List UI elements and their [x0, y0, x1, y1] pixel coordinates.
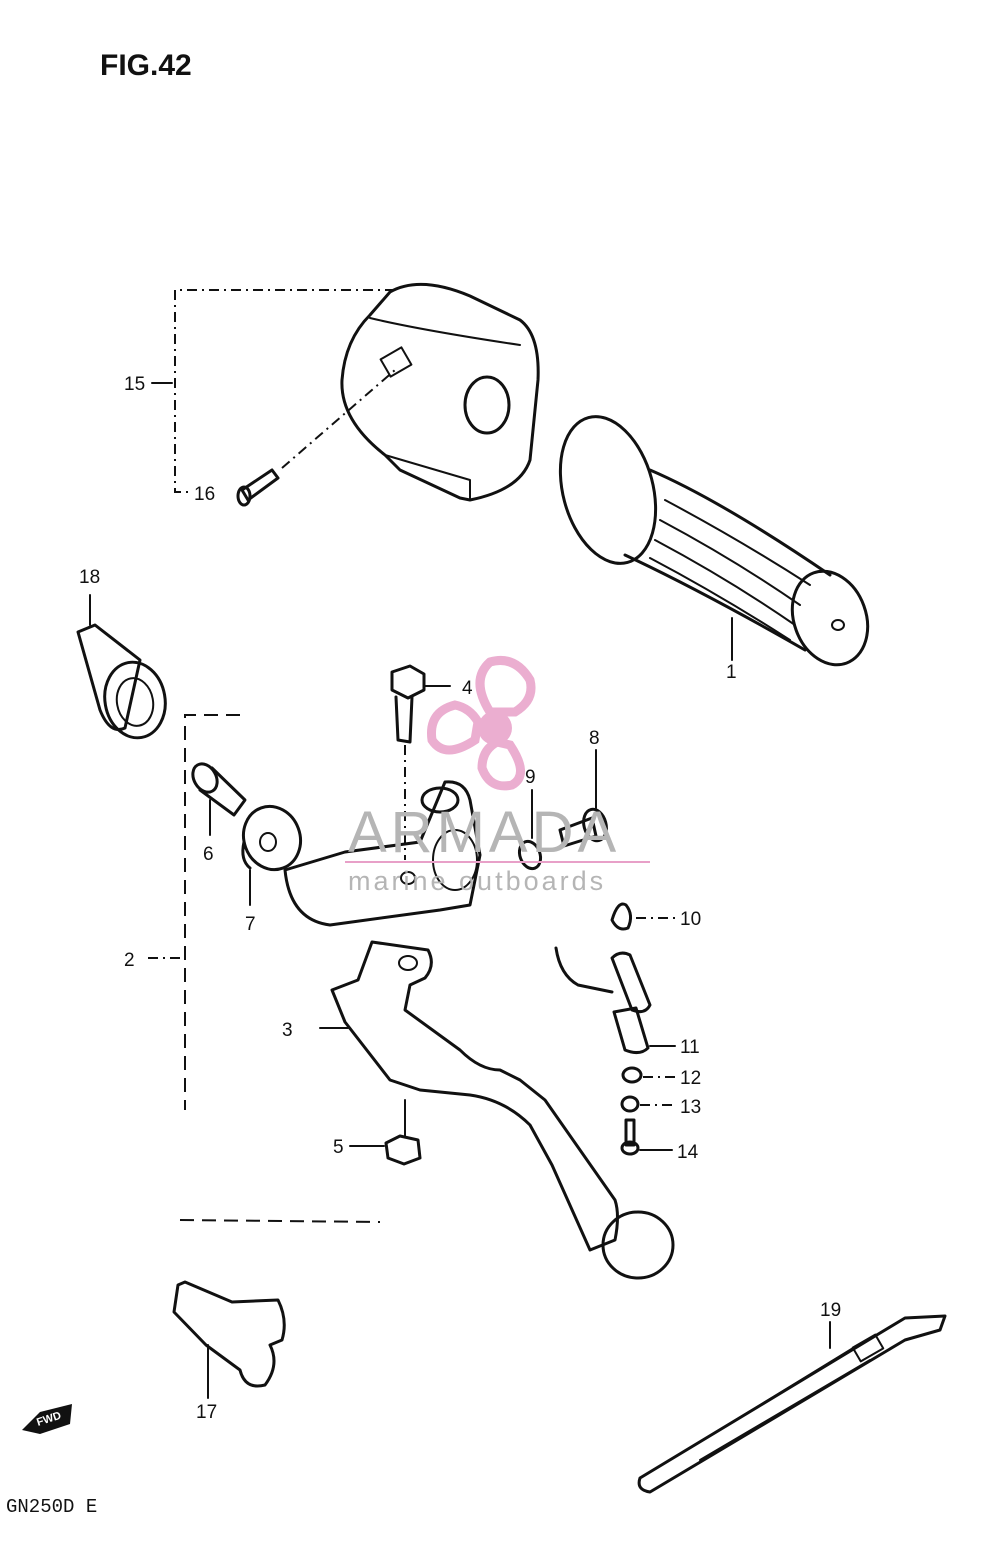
- part-8-screw: [558, 749, 608, 848]
- lever-bracket: [283, 780, 482, 927]
- part-11-switch: [554, 946, 676, 1055]
- part-13-nut: [620, 1095, 675, 1113]
- part-18-cover: [76, 594, 167, 740]
- model-code: GN250D E: [6, 1496, 97, 1518]
- callout-19: 19: [820, 1300, 841, 1321]
- callout-18: 18: [79, 567, 100, 588]
- callout-7: 7: [245, 914, 256, 935]
- part-19-cable-tie: [637, 1314, 947, 1494]
- part-5-nut: [349, 1099, 422, 1166]
- callout-9: 9: [525, 767, 536, 788]
- part-14-screw: [620, 1118, 673, 1156]
- part-16-screw: [236, 369, 396, 507]
- callout-1: 1: [726, 662, 737, 683]
- watermark-logo-icon: [426, 656, 536, 791]
- callout-10: 10: [680, 909, 701, 930]
- callout-5: 5: [333, 1137, 344, 1158]
- part-1-handlebar-grip: [558, 415, 870, 667]
- part-7-adjuster: [241, 804, 302, 906]
- part-9-washer: [517, 789, 543, 871]
- callout-14: 14: [677, 1142, 699, 1163]
- callout-8: 8: [589, 728, 600, 749]
- part-4-bolt: [390, 664, 451, 860]
- callout-4: 4: [462, 678, 473, 699]
- callout-6: 6: [203, 844, 214, 865]
- part-10-clip: [610, 902, 675, 931]
- figure-title: FIG.42: [100, 49, 192, 82]
- callout-17: 17: [196, 1402, 217, 1423]
- callout-13: 13: [680, 1097, 701, 1118]
- callout-11: 11: [680, 1037, 700, 1058]
- part-17-boot: [172, 1280, 286, 1399]
- watermark-tagline: marine outboards: [348, 866, 606, 896]
- part-6-screw: [191, 762, 247, 836]
- part-3-lever: [319, 940, 675, 1280]
- callout-16: 16: [194, 484, 215, 505]
- fwd-arrow-icon: FWD: [22, 1404, 72, 1434]
- part-12-washer: [621, 1066, 675, 1084]
- callout-15: 15: [124, 374, 145, 395]
- part-15-switch-housing: [340, 282, 540, 502]
- watermark-brand: ARMADA: [348, 800, 620, 865]
- callout-2: 2: [124, 950, 135, 971]
- callout-12: 12: [680, 1068, 701, 1089]
- callout-3: 3: [282, 1020, 293, 1041]
